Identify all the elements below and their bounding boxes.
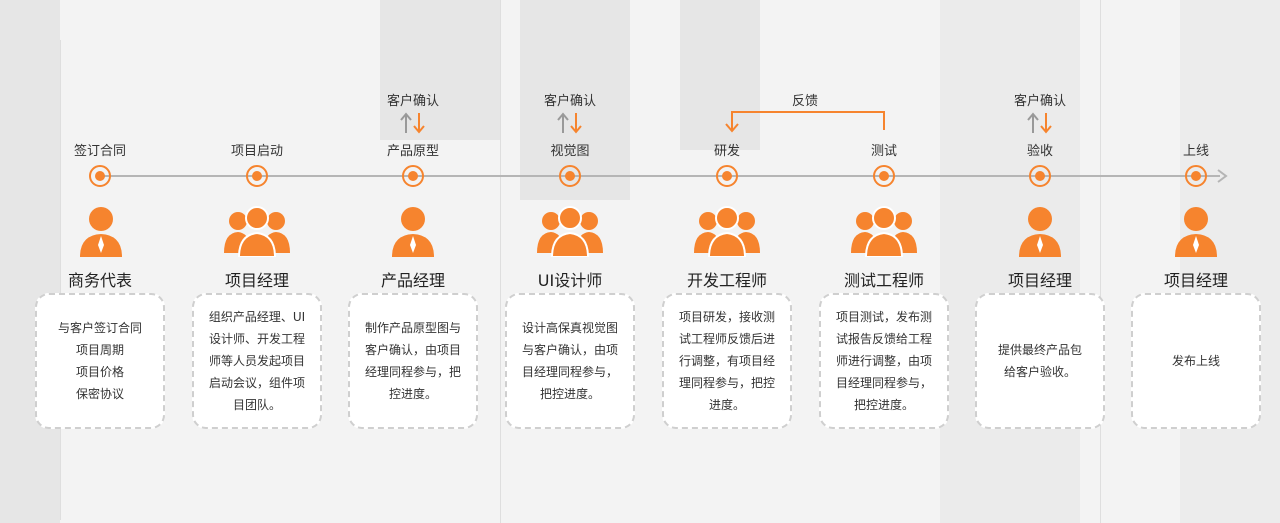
description-card: 项目研发，接收测 试工程师反馈后进 行调整，有项目经 理同程参与，把控 进度。 [662,293,792,429]
timeline-node [873,165,895,187]
role-title-project-manager: 项目经理 [224,271,289,290]
description-card: 提供最终产品包 给客户验收。 [975,293,1105,429]
stage-label-development: 研发 [713,144,740,159]
role-title-ui-designer: UI设计师 [537,271,603,290]
card-text: 制作产品原型图与 客户确认，由项目 经理同程参与，把 控进度。 [364,321,461,401]
card-text: 与客户签订合同 项目周期 项目价格 保密协议 [57,321,142,401]
stage-label-kickoff: 项目启动 [230,144,283,159]
card-text: 组织产品经理、UI 设计师、开发工程 师等人员发起项目 启动会议，组件项 目团队… [208,310,306,412]
role-title-project-manager: 项目经理 [1007,271,1072,290]
card-text: 项目测试，发布测 试报告反馈给工程 师进行调整，由项 目经理同程参与， 把控进度… [835,310,932,412]
timeline-node [89,165,111,187]
background-building [380,0,500,140]
role-title-tester: 测试工程师 [843,271,924,290]
background-building [940,0,1080,523]
background-building [0,0,60,523]
single-person-icon [392,207,434,257]
timeline-node [559,165,581,187]
client-confirm-label: 客户确认 [543,94,596,109]
card-text: 提供最终产品包 给客户验收。 [997,343,1082,379]
role-title-business-rep: 商务代表 [67,271,132,290]
client-confirm-label: 客户确认 [386,94,439,109]
background-line [500,0,501,523]
description-card: 制作产品原型图与 客户确认，由项目 经理同程参与，把 控进度。 [348,293,478,429]
description-card: 设计高保真视觉图 与客户确认，由项 目经理同程参与， 把控进度。 [505,293,635,429]
stage-label-signing: 签订合同 [73,144,126,159]
group-icon [851,206,917,257]
timeline-node [246,165,268,187]
feedback-arrow-icon [725,111,885,133]
client-confirm-label: 客户确认 [1013,94,1066,109]
background-building [680,0,760,150]
up-down-arrows-icon [557,112,582,134]
stage-label-launch: 上线 [1182,144,1209,159]
up-down-arrows-icon [1027,112,1052,134]
timeline-node [716,165,738,187]
background-building [1180,0,1280,523]
timeline-line [100,175,1220,177]
group-icon [224,206,290,257]
description-card: 项目测试，发布测 试报告反馈给工程 师进行调整，由项 目经理同程参与， 把控进度… [819,293,949,429]
role-title-product-manager: 产品经理 [380,271,445,290]
timeline-node [1029,165,1051,187]
group-icon [537,206,603,257]
role-title-project-manager: 项目经理 [1163,271,1228,290]
up-down-arrows-icon [400,112,425,134]
single-person-icon [80,207,122,257]
card-text: 发布上线 [1171,354,1220,368]
role-title-developer: 开发工程师 [686,271,767,290]
description-card: 发布上线 [1131,293,1261,429]
background-line [1100,0,1101,523]
stage-label-testing: 测试 [870,144,897,159]
card-text: 设计高保真视觉图 与客户确认，由项 目经理同程参与， 把控进度。 [521,321,618,401]
stage-label-prototype: 产品原型 [386,144,439,159]
single-person-icon [1175,207,1217,257]
group-icon [694,206,760,257]
timeline-node [402,165,424,187]
stage-label-acceptance: 验收 [1026,144,1053,159]
single-person-icon [1019,207,1061,257]
timeline-arrowhead-icon [1217,169,1228,183]
stage-label-visual: 视觉图 [550,144,590,159]
feedback-label: 反馈 [791,94,818,109]
description-card: 组织产品经理、UI 设计师、开发工程 师等人员发起项目 启动会议，组件项 目团队… [192,293,322,429]
card-text: 项目研发，接收测 试工程师反馈后进 行调整，有项目经 理同程参与，把控 进度。 [678,310,775,412]
description-card: 与客户签订合同 项目周期 项目价格 保密协议 [35,293,165,429]
background-line [60,40,61,520]
timeline-node [1185,165,1207,187]
